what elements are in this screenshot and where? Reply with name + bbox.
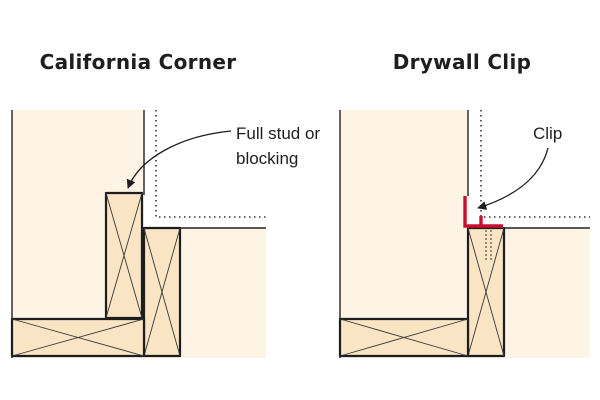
blocking-leader-arrow [126,130,232,189]
bottom-plate-cross-b [339,318,469,357]
clip-callout-label: Clip [533,124,562,143]
california-corner-panel: California Corner Full stud or blocking [10,50,325,358]
blocking-callout-line-1: Full stud or [236,124,320,143]
partition-stud-cross-b [143,227,181,357]
drywall-clip-title: Drywall Clip [393,50,531,74]
drywall-clip-panel: Drywall Clip Clip [338,50,590,358]
partition-stud-cross-b [467,227,505,357]
drywall-clip [463,196,503,228]
blocking-callout-line-2: blocking [236,149,298,168]
california-corner-title: California Corner [40,50,237,74]
blocking-stud-cross-b [105,192,143,319]
drywall-edge-dotted [155,110,266,218]
clip-leader-arrow [477,147,549,210]
wall-fill-vertical [340,110,468,358]
drywall-edge-dotted [480,110,590,218]
bottom-plate-cross-b [11,318,145,357]
blocking-callout-label: Full stud or blocking [236,124,325,168]
